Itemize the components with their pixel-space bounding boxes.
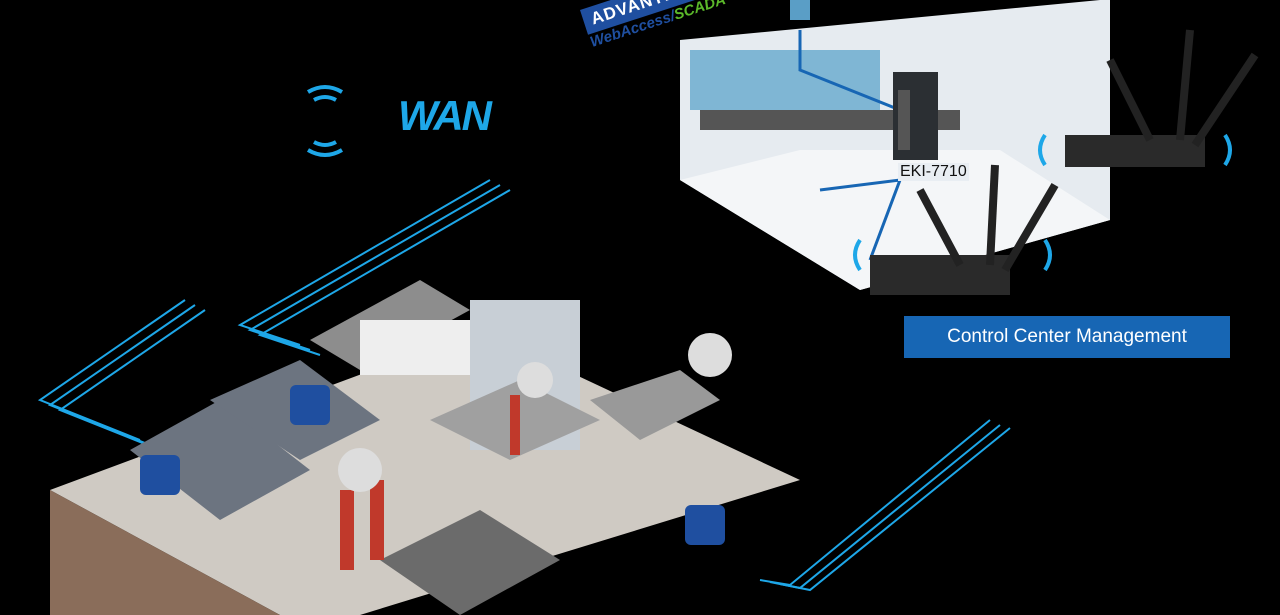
router-center	[870, 164, 1059, 295]
wan-label: WAN	[398, 92, 492, 139]
router-right	[1065, 29, 1259, 167]
factory-site	[50, 280, 800, 615]
sensor-nodes	[140, 385, 725, 545]
control-center-label: Control Center Management	[904, 316, 1230, 358]
wireless-signal-icon	[306, 85, 1232, 272]
data-flow-arrows	[37, 179, 1011, 592]
eki-7710-switch	[893, 72, 938, 160]
switch-model-label: EKI-7710	[898, 163, 969, 181]
